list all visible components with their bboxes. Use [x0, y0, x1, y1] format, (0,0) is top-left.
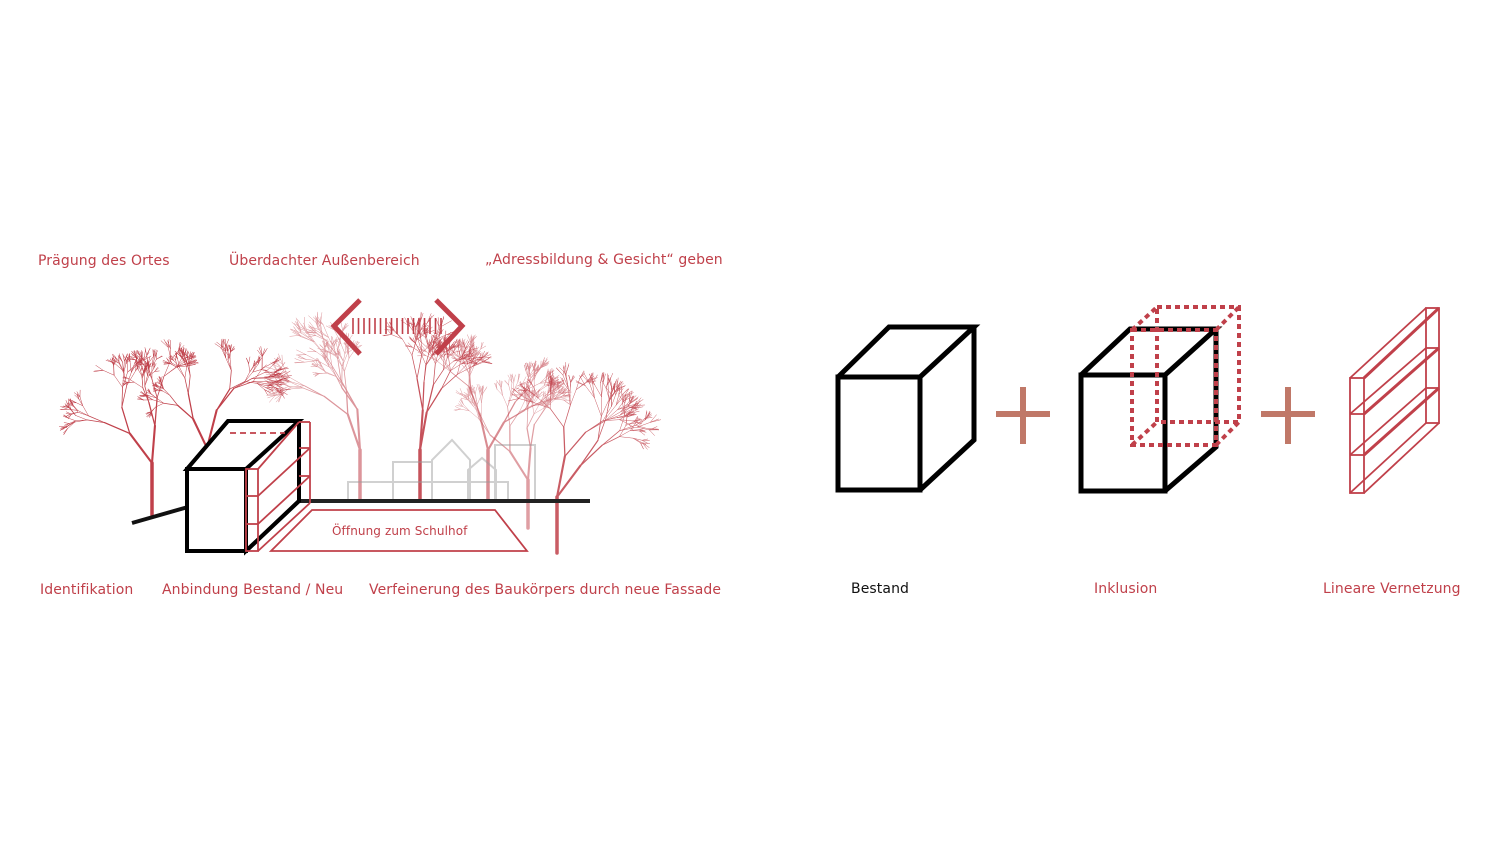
- new-facade: [230, 421, 311, 552]
- label-inklusion: Inklusion: [1094, 581, 1158, 597]
- facade-lattice: [1349, 306, 1441, 494]
- label-praegung-des-ortes: Prägung des Ortes: [38, 253, 170, 269]
- label-bestand: Bestand: [851, 581, 910, 597]
- label-adressbildung: „Adressbildung & Gesicht“ geben: [485, 252, 723, 268]
- tree-icon: [264, 311, 363, 502]
- tree-icon: [382, 311, 493, 502]
- cube-bestand: [835, 324, 981, 493]
- ground-line: [131, 499, 590, 525]
- label-ueberdachter-aussenbereich: Überdachter Außenbereich: [229, 253, 420, 269]
- tree-icon: [59, 339, 199, 517]
- tree-icon: [508, 362, 662, 555]
- label-identifikation: Identifikation: [40, 582, 134, 598]
- plus-icon: [996, 387, 1050, 444]
- double-arrow-icon: [330, 298, 466, 356]
- label-anbindung: Anbindung Bestand / Neu: [162, 582, 344, 598]
- tree-icon: [453, 373, 571, 530]
- plus-icon: [1261, 387, 1315, 444]
- courtyard-area: [268, 509, 529, 552]
- label-verfeinerung: Verfeinerung des Baukörpers durch neue F…: [369, 582, 722, 598]
- cube-inklusion: [1078, 305, 1241, 494]
- label-oeffnung-zum-schulhof: Öffnung zum Schulhof: [332, 524, 468, 538]
- label-lineare-vernetzung: Lineare Vernetzung: [1323, 581, 1461, 597]
